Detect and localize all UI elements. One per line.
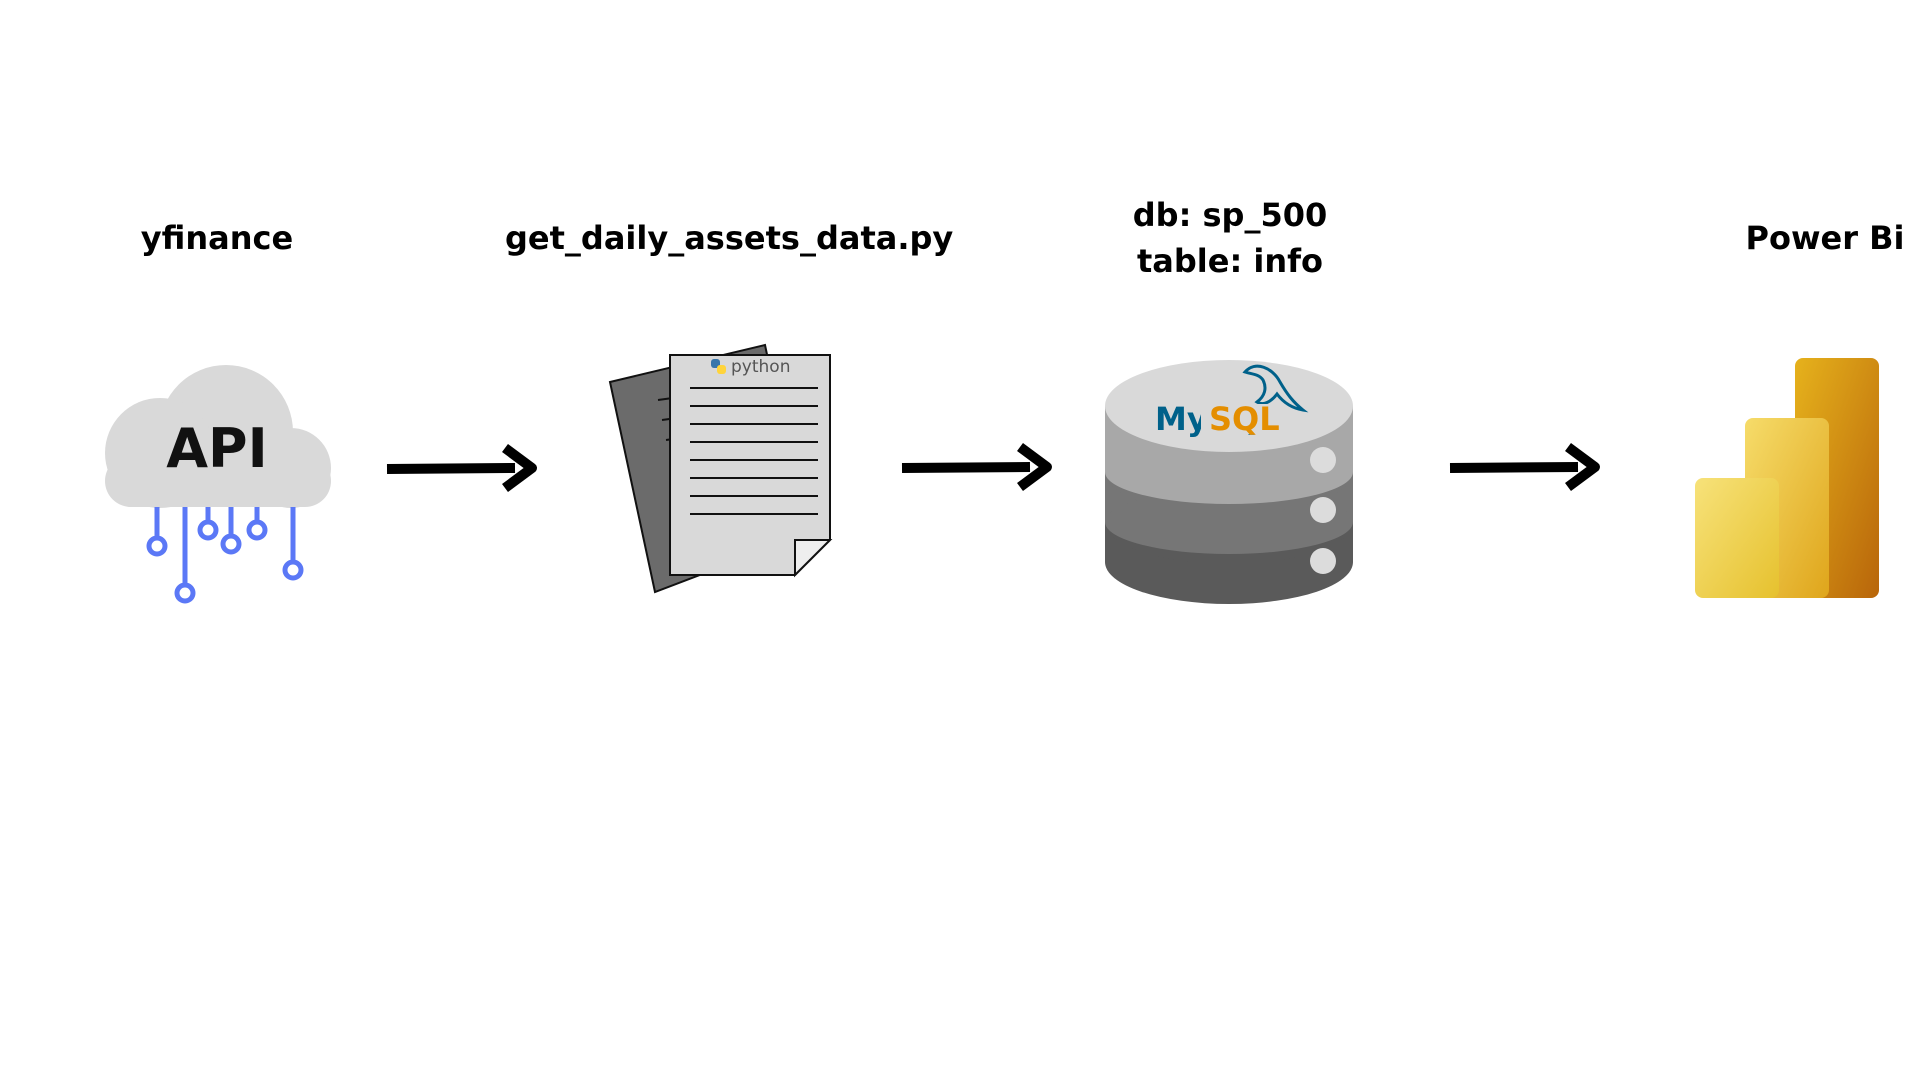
node-label-powerbi: Power Bi: [1745, 219, 1905, 257]
db-indicator-dots: [1310, 447, 1336, 574]
powerbi-bar-short: [1695, 478, 1779, 598]
node-label-yfinance: yfinance: [140, 219, 294, 257]
python-document-icon: python: [608, 343, 833, 594]
mysql-logo-icon: MySQL SQL: [1155, 364, 1309, 438]
node-label-database-line-1: db: sp_500: [1132, 196, 1328, 234]
mysql-database-icon: MySQL SQL: [1105, 360, 1353, 604]
node-label-script: get_daily_assets_data.py: [505, 219, 954, 257]
power-bi-icon: [1695, 358, 1879, 598]
svg-text:SQL: SQL: [1209, 400, 1280, 438]
arrow-right-icon: [1449, 442, 1600, 492]
circuit-lines: [146, 507, 304, 604]
arrow-right-icon: [901, 442, 1052, 492]
arrow-right-icon: [386, 443, 537, 493]
api-cloud-icon: API: [105, 365, 331, 604]
python-logo-icon: python: [711, 357, 790, 377]
cloud-shape: [105, 365, 331, 508]
node-label-database-line-2: table: info: [1136, 242, 1324, 280]
front-page: [669, 354, 833, 578]
api-text: API: [166, 417, 267, 480]
python-logo-text: python: [731, 357, 790, 377]
